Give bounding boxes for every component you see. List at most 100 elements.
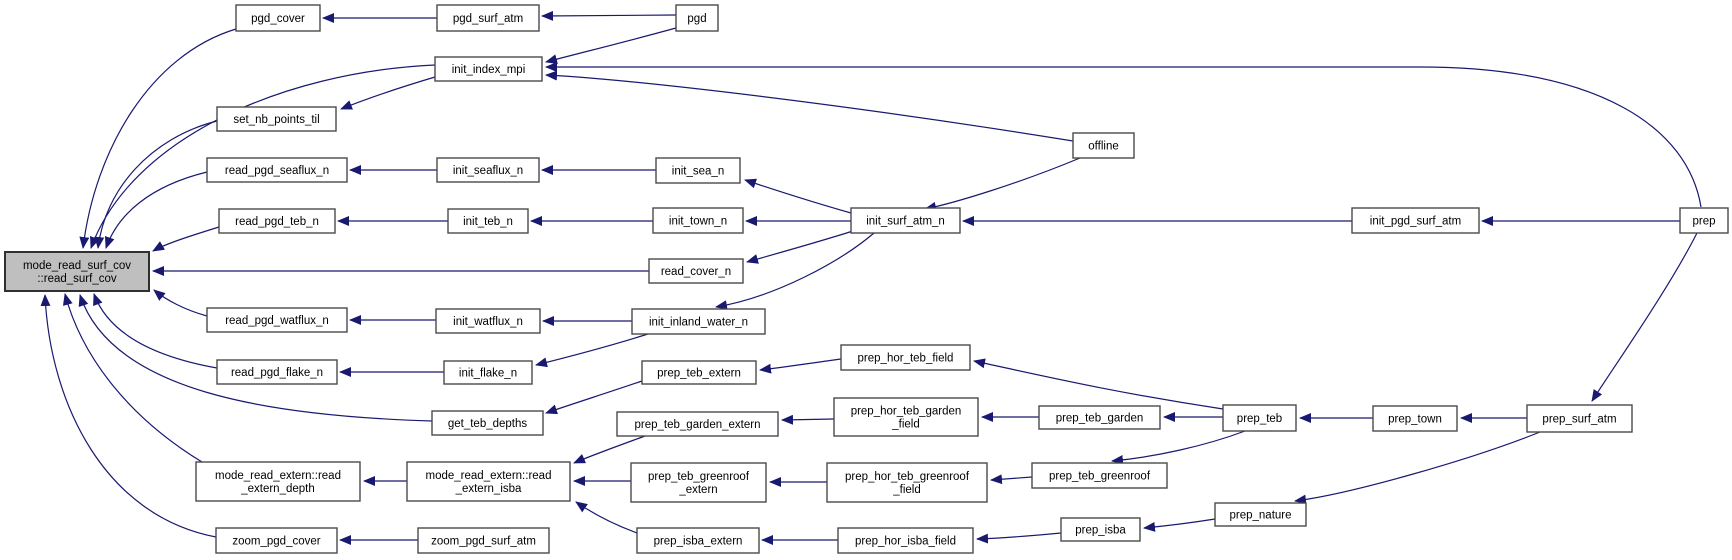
node-init_flake_n[interactable]: init_flake_n <box>443 360 533 385</box>
node-box-prep_teb[interactable] <box>1222 404 1297 432</box>
node-label-set_nb_points_til: set_nb_points_til <box>233 114 319 126</box>
node-get_teb_depths[interactable]: get_teb_depths <box>431 410 544 436</box>
node-prep_teb_garden_extern[interactable]: prep_teb_garden_extern <box>616 411 779 437</box>
edge-init_surf_atm_n-to-read_cover_n <box>746 230 854 264</box>
node-prep_hor_teb_greenroof_field[interactable]: prep_hor_teb_greenroof_field <box>826 462 988 503</box>
node-prep[interactable]: prep <box>1679 207 1729 234</box>
node-box-init_inland_water_n[interactable] <box>631 308 766 335</box>
node-zoom_pgd_surf_atm[interactable]: zoom_pgd_surf_atm <box>417 527 550 554</box>
node-box-read_cover_n[interactable] <box>648 258 744 284</box>
node-label-read_extern_isba-line1: mode_read_extern::read <box>426 470 552 482</box>
node-init_town_n[interactable]: init_town_n <box>652 207 744 234</box>
node-prep_nature[interactable]: prep_nature <box>1214 502 1307 527</box>
node-label-prep_teb_greenroof_extern-line1: prep_teb_greenroof <box>648 471 750 483</box>
edge-prep_isba-to-prep_hor_isba_field <box>976 532 1062 544</box>
node-prep_isba[interactable]: prep_isba <box>1060 517 1141 542</box>
node-box-init_sea_n[interactable] <box>655 157 741 184</box>
node-prep_teb_greenroof_extern[interactable]: prep_teb_greenroof_extern <box>630 462 767 503</box>
node-init_watflux_n[interactable]: init_watflux_n <box>435 308 541 334</box>
node-init_surf_atm_n[interactable]: init_surf_atm_n <box>850 207 961 234</box>
edge-prep_isba_extern-to-read_extern_isba <box>575 501 638 534</box>
node-box-init_watflux_n[interactable] <box>435 308 541 334</box>
node-read_extern_depth[interactable]: mode_read_extern::read_extern_depth <box>195 461 361 502</box>
node-box-prep_nature[interactable] <box>1214 502 1307 527</box>
node-read_pgd_watflux_n[interactable]: read_pgd_watflux_n <box>206 307 348 333</box>
node-box-init_teb_n[interactable] <box>447 208 529 234</box>
node-box-pgd_surf_atm[interactable] <box>436 4 540 32</box>
node-box-init_index_mpi[interactable] <box>434 56 543 82</box>
node-box-init_seaflux_n[interactable] <box>436 157 540 183</box>
node-box-init_pgd_surf_atm[interactable] <box>1351 207 1480 234</box>
edge-read_pgd_flake_n-to-read_surf_cov <box>93 293 218 369</box>
node-read_cover_n[interactable]: read_cover_n <box>648 258 744 284</box>
node-box-prep[interactable] <box>1679 207 1729 234</box>
node-label-read_surf_cov-line2: ::read_surf_cov <box>37 273 117 285</box>
node-prep_teb[interactable]: prep_teb <box>1222 404 1297 432</box>
node-box-zoom_pgd_cover[interactable] <box>215 527 338 554</box>
node-prep_town[interactable]: prep_town <box>1372 405 1458 432</box>
node-box-prep_surf_atm[interactable] <box>1526 404 1633 433</box>
node-prep_surf_atm[interactable]: prep_surf_atm <box>1526 404 1633 433</box>
focus-node-box-read_surf_cov[interactable] <box>4 251 150 292</box>
node-box-read_pgd_flake_n[interactable] <box>216 359 338 385</box>
node-prep_teb_garden[interactable]: prep_teb_garden <box>1038 405 1161 430</box>
edge-prep_teb_extern-to-get_teb_depths <box>545 380 643 415</box>
node-label-prep_teb: prep_teb <box>1237 413 1282 425</box>
node-box-prep_isba[interactable] <box>1060 517 1141 542</box>
node-box-read_pgd_seaflux_n[interactable] <box>206 157 348 183</box>
node-box-read_extern_depth[interactable] <box>195 461 361 502</box>
node-init_index_mpi[interactable]: init_index_mpi <box>434 56 543 82</box>
node-box-prep_teb_garden_extern[interactable] <box>616 411 779 437</box>
node-prep_isba_extern[interactable]: prep_isba_extern <box>636 527 760 554</box>
node-prep_hor_teb_field[interactable]: prep_hor_teb_field <box>840 344 971 371</box>
node-box-prep_teb_greenroof_extern[interactable] <box>630 462 767 503</box>
node-box-prep_town[interactable] <box>1372 405 1458 432</box>
node-read_surf_cov[interactable]: mode_read_surf_cov::read_surf_cov <box>4 251 150 292</box>
node-init_pgd_surf_atm[interactable]: init_pgd_surf_atm <box>1351 207 1480 234</box>
node-prep_teb_extern[interactable]: prep_teb_extern <box>641 360 757 385</box>
node-box-zoom_pgd_surf_atm[interactable] <box>417 527 550 554</box>
node-pgd[interactable]: pgd <box>675 4 719 32</box>
node-box-prep_hor_isba_field[interactable] <box>837 527 974 554</box>
node-pgd_cover[interactable]: pgd_cover <box>235 4 321 32</box>
node-box-prep_hor_teb_greenroof_field[interactable] <box>826 462 988 503</box>
node-box-init_flake_n[interactable] <box>443 360 533 385</box>
node-prep_hor_isba_field[interactable]: prep_hor_isba_field <box>837 527 974 554</box>
node-box-read_pgd_watflux_n[interactable] <box>206 307 348 333</box>
node-label-init_surf_atm_n: init_surf_atm_n <box>866 216 945 228</box>
node-label-init_sea_n: init_sea_n <box>672 166 724 178</box>
node-read_pgd_seaflux_n[interactable]: read_pgd_seaflux_n <box>206 157 348 183</box>
node-pgd_surf_atm[interactable]: pgd_surf_atm <box>436 4 540 32</box>
node-zoom_pgd_cover[interactable]: zoom_pgd_cover <box>215 527 338 554</box>
node-box-prep_teb_extern[interactable] <box>641 360 757 385</box>
node-init_seaflux_n[interactable]: init_seaflux_n <box>436 157 540 183</box>
node-box-get_teb_depths[interactable] <box>431 410 544 436</box>
node-read_pgd_flake_n[interactable]: read_pgd_flake_n <box>216 359 338 385</box>
node-label-prep_teb_extern: prep_teb_extern <box>657 368 741 380</box>
node-read_pgd_teb_n[interactable]: read_pgd_teb_n <box>218 208 336 234</box>
node-box-prep_teb_garden[interactable] <box>1038 405 1161 430</box>
node-box-read_extern_isba[interactable] <box>406 461 571 502</box>
node-prep_teb_greenroof[interactable]: prep_teb_greenroof <box>1031 462 1168 489</box>
node-box-prep_hor_teb_field[interactable] <box>840 344 971 371</box>
node-init_teb_n[interactable]: init_teb_n <box>447 208 529 234</box>
node-label-offline: offline <box>1088 141 1118 153</box>
node-set_nb_points_til[interactable]: set_nb_points_til <box>216 106 337 132</box>
node-box-prep_hor_teb_garden_field[interactable] <box>833 397 979 437</box>
node-init_sea_n[interactable]: init_sea_n <box>655 157 741 184</box>
node-box-offline[interactable] <box>1072 132 1135 159</box>
node-box-init_surf_atm_n[interactable] <box>850 207 961 234</box>
node-init_inland_water_n[interactable]: init_inland_water_n <box>631 308 766 335</box>
node-offline[interactable]: offline <box>1072 132 1135 159</box>
node-label-read_pgd_flake_n: read_pgd_flake_n <box>231 367 323 379</box>
node-box-pgd[interactable] <box>675 4 719 32</box>
node-box-pgd_cover[interactable] <box>235 4 321 32</box>
node-read_extern_isba[interactable]: mode_read_extern::read_extern_isba <box>406 461 571 502</box>
node-box-set_nb_points_til[interactable] <box>216 106 337 132</box>
node-box-read_pgd_teb_n[interactable] <box>218 208 336 234</box>
node-box-prep_teb_greenroof[interactable] <box>1031 462 1168 489</box>
node-box-init_town_n[interactable] <box>652 207 744 234</box>
node-box-prep_isba_extern[interactable] <box>636 527 760 554</box>
edge-init_surf_atm_n-to-init_inland_water_n <box>715 232 875 311</box>
node-prep_hor_teb_garden_field[interactable]: prep_hor_teb_garden_field <box>833 397 979 437</box>
